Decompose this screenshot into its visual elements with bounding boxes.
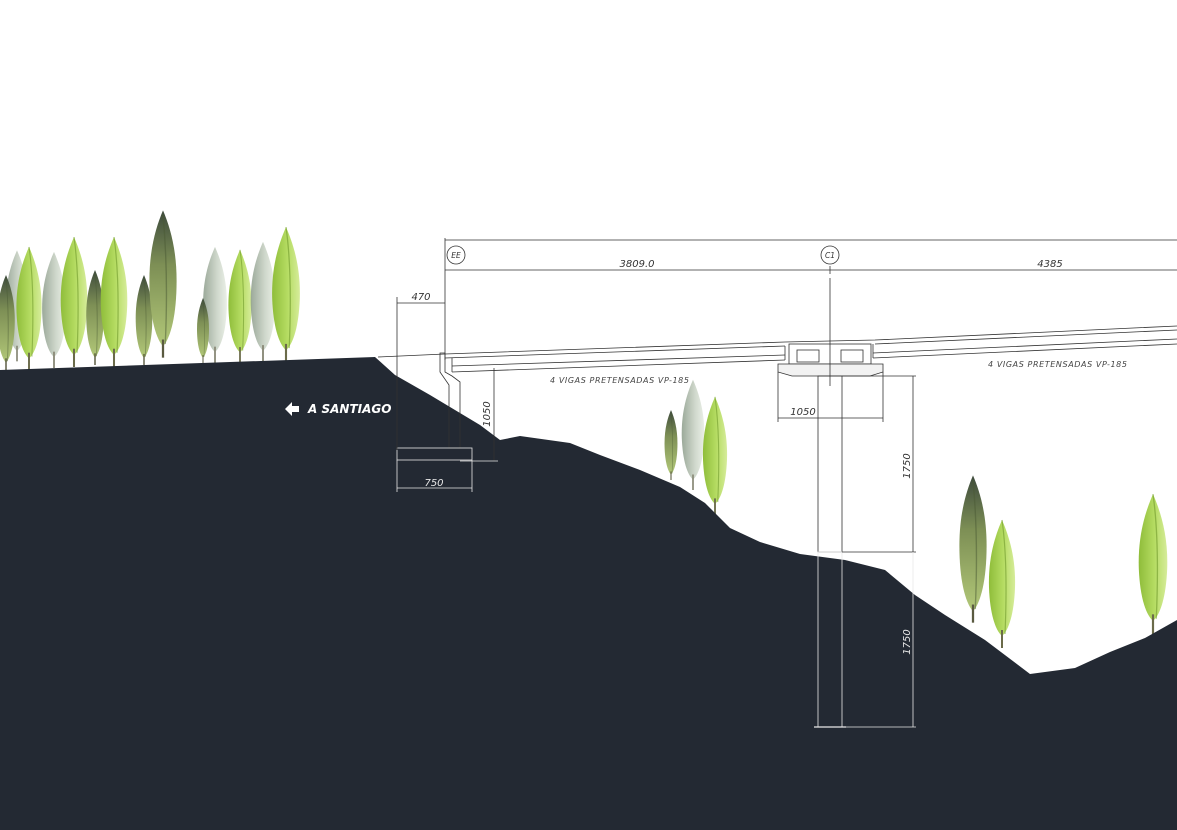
dimension-span-1: 3809.0 — [620, 259, 655, 270]
tree-icon — [148, 209, 178, 359]
axis-label-c1: C1 — [825, 251, 835, 260]
terrain — [0, 357, 1177, 830]
tree-group-left — [0, 209, 301, 370]
abutment-ee — [396, 352, 473, 461]
dimension-abutment-height: 1050 — [460, 368, 498, 462]
tree-icon — [250, 241, 276, 362]
tree-icon — [681, 379, 705, 490]
tree-icon — [100, 236, 128, 367]
dimension-pier-cap: 1050 — [777, 372, 884, 422]
dimension-chain-top: EE C1 3809.0 4385 — [444, 238, 1177, 360]
tree-icon — [271, 226, 301, 363]
dimension-1750-lower: 1750 — [902, 629, 913, 654]
tree-group-right — [958, 474, 1169, 648]
dimension-1750-upper: 1750 — [902, 453, 913, 478]
tree-icon — [664, 410, 678, 480]
arrow-left-icon — [285, 402, 299, 416]
dimension-1050-abutment: 1050 — [482, 401, 493, 426]
axis-marker-c1 — [820, 245, 840, 265]
tree-icon — [958, 474, 988, 624]
axis-marker-ee — [446, 245, 466, 265]
tree-icon — [60, 236, 88, 367]
dimension-470: 470 — [411, 292, 430, 303]
tree-icon — [702, 396, 728, 515]
dimension-span-2: 4385 — [1037, 259, 1062, 270]
dimension-abutment-offset: 470 — [396, 292, 445, 450]
dimension-footing: 750 — [396, 460, 473, 492]
direction-label: A SANTIAGO — [285, 402, 391, 416]
tree-icon — [227, 249, 253, 363]
pier-pile — [814, 551, 916, 728]
dimension-1050-pier: 1050 — [790, 407, 815, 418]
direction-text: A SANTIAGO — [307, 402, 391, 416]
tree-icon — [85, 270, 105, 365]
bridge-deck — [377, 325, 1177, 373]
dimension-pier-heights: 1750 1750 — [842, 375, 916, 727]
beam-note-span-1: 4 VIGAS PRETENSADAS VP-185 — [550, 376, 690, 385]
beam-note-span-2: 4 VIGAS PRETENSADAS VP-185 — [988, 360, 1128, 369]
axis-label-ee: EE — [451, 251, 461, 260]
tree-icon — [988, 519, 1016, 648]
dimension-750: 750 — [424, 478, 443, 489]
tree-icon — [1137, 493, 1169, 634]
